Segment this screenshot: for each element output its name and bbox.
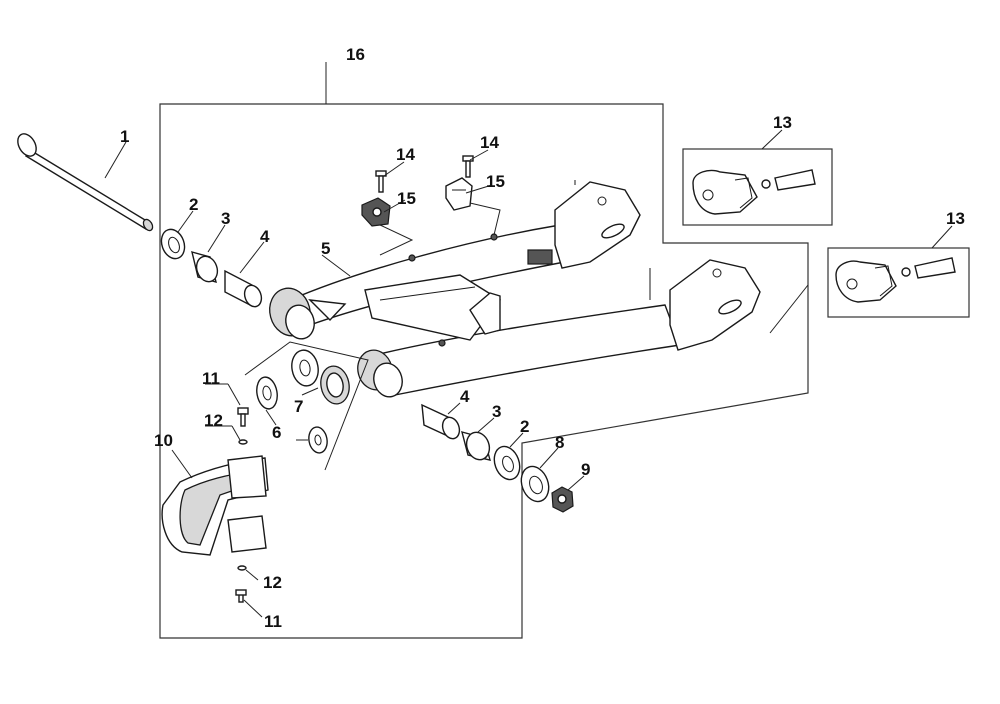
swingarm-part-5 bbox=[269, 180, 761, 398]
right-washer-part-2 bbox=[493, 445, 521, 481]
callout-labels: 16 1 2 3 4 5 13 13 14 14 15 15 11 12 10 … bbox=[120, 45, 965, 631]
callout-11-lower: 11 bbox=[264, 612, 282, 631]
callout-3-left: 3 bbox=[221, 209, 230, 228]
bushing-part-7 bbox=[291, 349, 350, 405]
washer-part-8 bbox=[520, 465, 550, 503]
left-collar-part-4 bbox=[224, 269, 263, 308]
washer-part-12-upper bbox=[238, 439, 248, 445]
chain-adjuster-part-13-lower bbox=[835, 257, 956, 303]
left-washer-part-2 bbox=[160, 228, 186, 260]
callout-4-right: 4 bbox=[460, 387, 470, 406]
callout-4-left: 4 bbox=[260, 227, 270, 246]
chain-adjuster-part-13-upper bbox=[692, 169, 816, 215]
washer-part-12-lower bbox=[237, 565, 247, 571]
callout-15-right: 15 bbox=[486, 172, 505, 191]
callout-12-lower: 12 bbox=[263, 573, 282, 592]
left-bushing-part-3 bbox=[191, 251, 219, 283]
inset-box-13-lower bbox=[827, 247, 970, 318]
inset-box-13-upper bbox=[682, 148, 833, 226]
callout-3-right: 3 bbox=[492, 402, 501, 421]
right-collar-part-4 bbox=[421, 403, 461, 440]
callout-1: 1 bbox=[120, 127, 129, 146]
clip-part-15-right bbox=[445, 177, 473, 211]
callout-13-upper: 13 bbox=[773, 113, 792, 132]
bolt-part-14-left bbox=[375, 170, 387, 193]
callout-9: 9 bbox=[581, 460, 590, 479]
chain-guide-part-10 bbox=[161, 455, 269, 556]
callout-8: 8 bbox=[555, 433, 564, 452]
callout-12-upper: 12 bbox=[204, 411, 223, 430]
callout-6: 6 bbox=[272, 423, 281, 442]
callout-14-right: 14 bbox=[480, 133, 499, 152]
callout-11-upper: 11 bbox=[202, 369, 220, 388]
assembly-16-frame bbox=[159, 103, 809, 639]
leader-lines bbox=[104, 62, 953, 618]
callout-15-left: 15 bbox=[397, 189, 416, 208]
callout-10: 10 bbox=[154, 431, 173, 450]
clip-part-15-left bbox=[361, 197, 391, 227]
callout-2-left: 2 bbox=[189, 195, 198, 214]
callout-13-lower: 13 bbox=[946, 209, 965, 228]
callout-5: 5 bbox=[321, 239, 330, 258]
callout-16: 16 bbox=[346, 45, 365, 64]
right-bushing-part-3 bbox=[461, 431, 491, 461]
washer-part-6 bbox=[256, 376, 328, 454]
callout-2-right: 2 bbox=[520, 417, 529, 436]
axle-part-1 bbox=[17, 133, 154, 232]
screw-part-11-lower bbox=[235, 589, 247, 603]
callout-7: 7 bbox=[294, 397, 303, 416]
callout-14-left: 14 bbox=[396, 145, 415, 164]
nut-part-9 bbox=[551, 486, 574, 513]
screw-part-11-upper bbox=[237, 407, 249, 427]
